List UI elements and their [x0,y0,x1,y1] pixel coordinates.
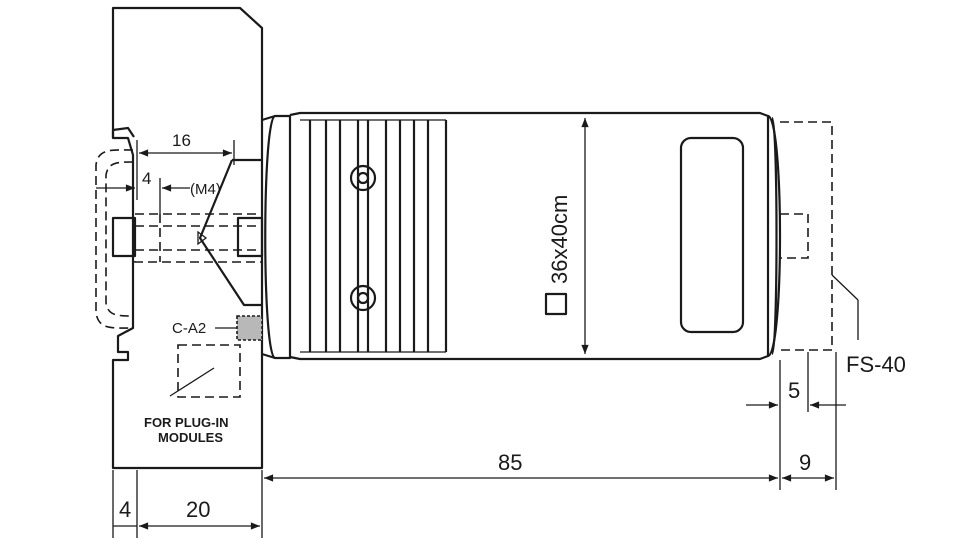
fs40-connector [779,213,809,259]
dim-5-text: 5 [788,378,800,403]
dim-20-text: 20 [186,497,210,522]
mounting-slot [111,216,137,258]
housing-left-cap [264,114,292,360]
ca2-terminal [236,315,263,341]
cooling-fins [300,119,448,353]
clamp-tip [197,230,208,246]
din-rail-outline [95,149,134,329]
plugin-label-line2: MODULES [158,430,223,445]
size-label: 36x40cm [547,195,572,284]
dim-4-top-text: 4 [142,169,151,188]
plugin-module-area [177,344,241,398]
housing-joint-top [261,114,276,122]
fs40-leader [831,274,859,301]
dim-4-bottom-text: 4 [119,497,131,522]
screw-hidden-outline [134,213,263,263]
dim-9-text: 9 [799,450,811,475]
housing-joint-bottom [261,352,276,360]
m4-label: (M4) [190,181,221,198]
v-clamp [198,158,262,307]
screw-slot-right [236,216,264,258]
screw-top [349,164,377,192]
mounting-bracket [111,6,264,470]
end-ring-inner [770,116,778,356]
dim-16-text: 16 [172,131,191,150]
end-ring-outer [766,114,782,358]
plugin-label-line1: FOR PLUG-IN [144,415,229,430]
square-symbol [544,292,568,316]
housing-body [289,111,770,361]
rail-hook-notch [111,126,135,138]
plugin-leader [169,367,215,397]
fs40-outline [780,121,833,351]
fs40-label: FS-40 [846,352,906,377]
screw-bottom [349,284,377,312]
dim-85-text: 85 [498,450,522,475]
ca2-label: C-A2 [172,320,206,337]
display-window [679,136,745,334]
din-rail-inner [105,161,134,317]
